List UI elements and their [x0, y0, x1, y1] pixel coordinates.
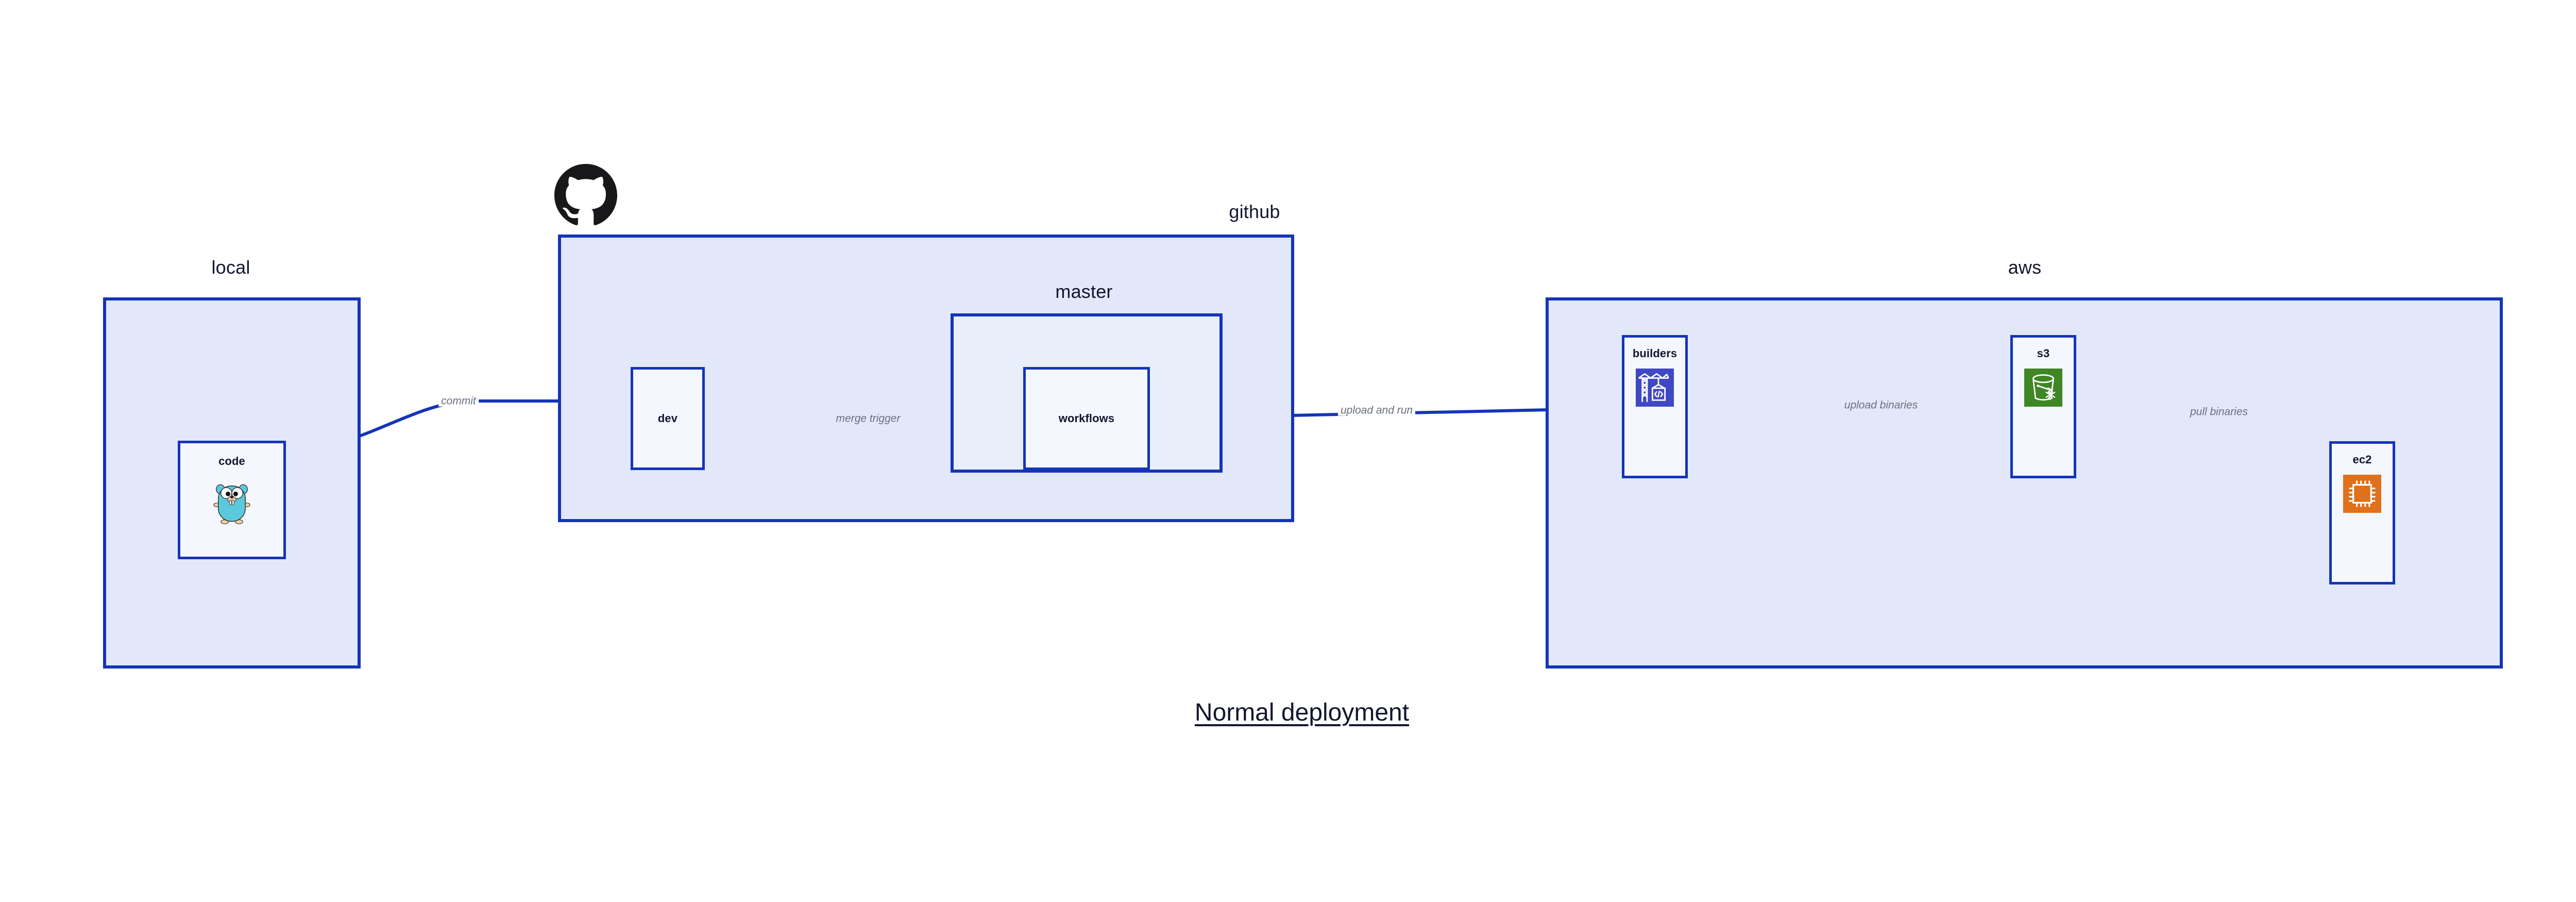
node-builders[interactable]: builders: [1622, 335, 1688, 478]
node-ec2[interactable]: ec2: [2329, 441, 2395, 584]
go-gopher-icon: [213, 484, 250, 524]
node-dev[interactable]: dev: [631, 367, 705, 470]
node-label-s3: s3: [2037, 347, 2050, 360]
group-label-local: local: [211, 257, 250, 278]
edge-label-commit: commit: [438, 395, 479, 407]
node-label-workflows: workflows: [1058, 412, 1115, 425]
edge-label-upload-and-run: upload and run: [1337, 405, 1416, 416]
group-label-aws: aws: [2008, 257, 2042, 278]
edge-label-upload-binaries: upload binaries: [1841, 399, 1921, 411]
edge-label-merge-trigger: merge trigger: [833, 413, 903, 424]
aws-ec2-chip-icon: [2343, 475, 2381, 513]
node-workflows[interactable]: workflows: [1023, 367, 1150, 470]
node-s3[interactable]: s3: [2010, 335, 2076, 478]
node-label-ec2: ec2: [2352, 453, 2372, 466]
group-label-github: github: [1229, 201, 1280, 222]
node-label-dev: dev: [657, 412, 678, 425]
diagram-title: Normal deployment: [1194, 699, 1410, 726]
node-code[interactable]: code: [178, 441, 286, 559]
node-label-builders: builders: [1632, 347, 1677, 360]
aws-s3-glacier-bucket-icon: [2024, 369, 2062, 407]
github-octocat-icon: [554, 164, 617, 225]
aws-builders-crane-icon: [1636, 369, 1674, 407]
edge-label-pull-binaries: pull binaries: [2187, 406, 2251, 417]
group-label-master: master: [1055, 281, 1113, 302]
node-label-code: code: [218, 455, 245, 467]
